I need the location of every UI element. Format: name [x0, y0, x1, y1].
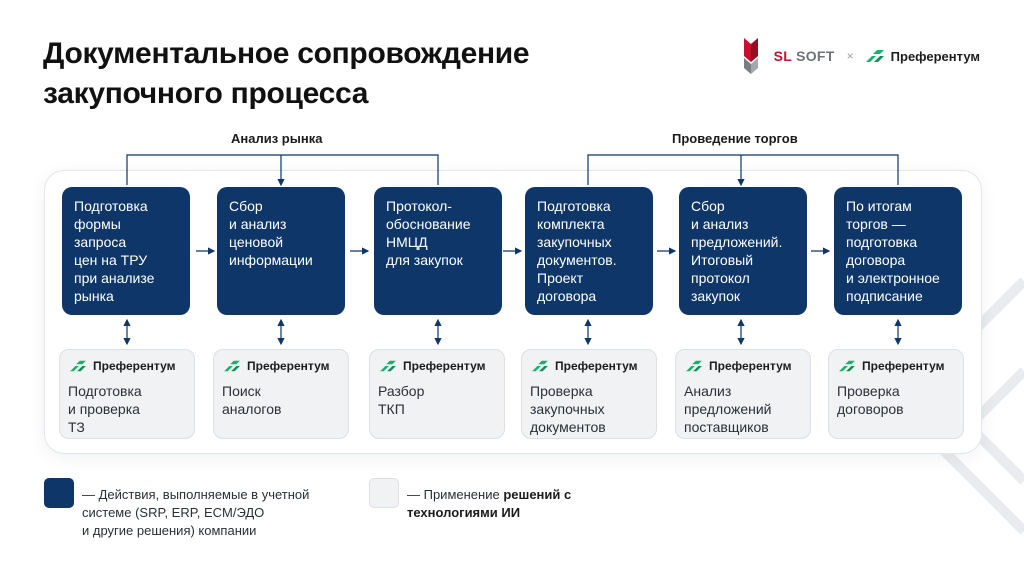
preferentum-logo: Преферентум — [684, 359, 802, 373]
solution-card: Преферентум Поиск аналогов — [213, 349, 349, 439]
stage-text: По итогам торгов — подготовка договора и… — [846, 198, 940, 304]
solution-card: Преферентум Разбор ТКП — [369, 349, 505, 439]
preferentum-logo-icon — [865, 50, 884, 62]
logo-separator: × — [846, 49, 854, 63]
sl-soft-logo-icon — [743, 38, 758, 74]
stage-box: Подготовка комплекта закупочных документ… — [525, 187, 653, 315]
preferentum-logo-icon — [686, 360, 702, 372]
preferentum-logo-icon — [839, 360, 855, 372]
legend-swatch-ai-solutions — [369, 478, 399, 508]
preferentum-logo-icon — [380, 360, 396, 372]
legend-swatch-company-systems — [44, 478, 74, 508]
stage-box: По итогам торгов — подготовка договора и… — [834, 187, 962, 315]
solution-card: Преферентум Проверка договоров — [828, 349, 964, 439]
solution-text: Проверка закупочных документов — [530, 383, 606, 435]
preferentum-logo: Преферентум — [222, 359, 340, 373]
page-title: Документальное сопровождение закупочного… — [43, 37, 530, 110]
solution-text: Анализ предложений поставщиков — [684, 383, 772, 435]
stage-text: Протокол- обоснование НМЦД для закупок — [386, 198, 471, 268]
stage-box: Подготовка формы запроса цен на ТРУ при … — [62, 187, 190, 315]
preferentum-logo: Преферентум — [378, 359, 496, 373]
preferentum-logo: Преферентум — [837, 359, 955, 373]
group-label-market-analysis: Анализ рынка — [231, 131, 323, 146]
preferentum-header-logo: Преферентум — [864, 48, 980, 64]
solution-card: Преферентум Анализ предложений поставщик… — [675, 349, 811, 439]
stage-box: Протокол- обоснование НМЦД для закупок — [374, 187, 502, 315]
preferentum-logo-icon — [224, 360, 240, 372]
solution-text: Разбор ТКП — [378, 383, 425, 417]
stage-text: Подготовка комплекта закупочных документ… — [537, 198, 617, 304]
preferentum-logo-icon — [532, 360, 548, 372]
legend-text-ai-solutions: — Применение решений с технологиями ИИ — [407, 487, 572, 520]
legend-text-company-systems: — Действия, выполняемые в учетной систем… — [82, 487, 310, 538]
solution-card: Преферентум Подготовка и проверка ТЗ — [59, 349, 195, 439]
stage-text: Сбор и анализ ценовой информации — [229, 198, 313, 268]
stage-box: Сбор и анализ предложений. Итоговый прот… — [679, 187, 807, 315]
stage-text: Сбор и анализ предложений. Итоговый прот… — [691, 198, 783, 304]
preferentum-logo: Преферентум — [68, 359, 186, 373]
stage-text: Подготовка формы запроса цен на ТРУ при … — [74, 198, 155, 304]
preferentum-logo-icon — [70, 360, 86, 372]
process-panel — [44, 170, 982, 454]
group-label-tenders: Проведение торгов — [672, 131, 798, 146]
solution-text: Поиск аналогов — [222, 383, 282, 417]
solution-text: Проверка договоров — [837, 383, 904, 417]
solution-text: Подготовка и проверка ТЗ — [68, 383, 142, 435]
preferentum-logo: Преферентум — [530, 359, 648, 373]
stage-box: Сбор и анализ ценовой информации — [217, 187, 345, 315]
solution-card: Преферентум Проверка закупочных документ… — [521, 349, 657, 439]
